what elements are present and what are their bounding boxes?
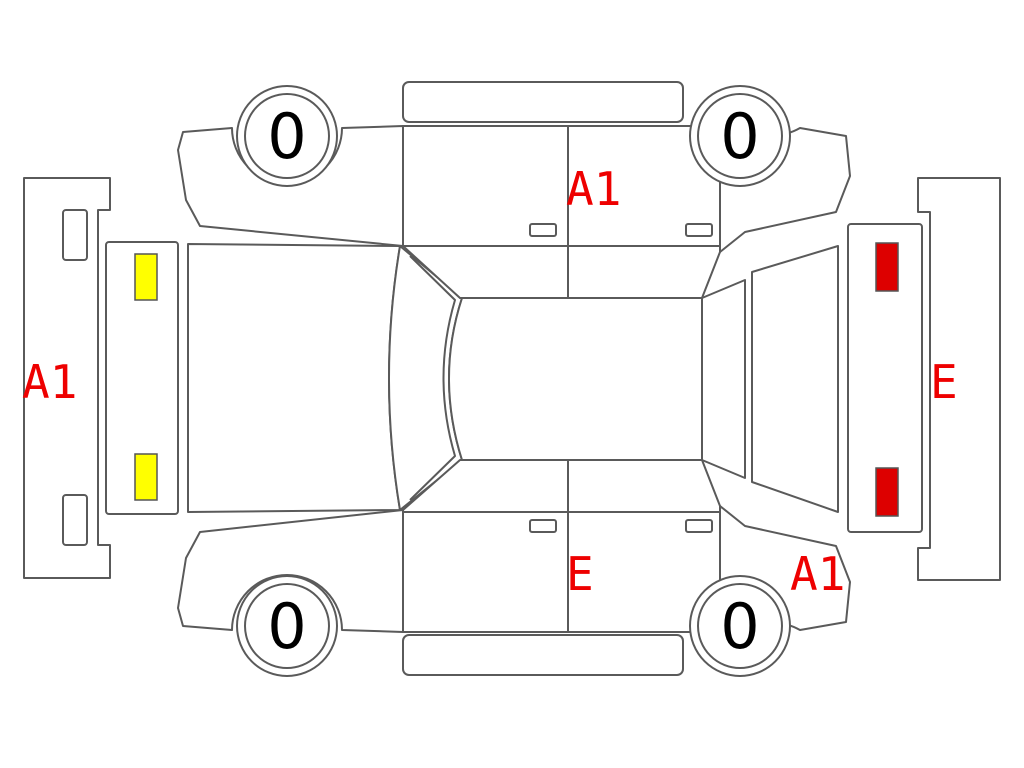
front-lamp-bottom xyxy=(134,453,158,501)
front-fascia xyxy=(105,241,179,515)
mark-right-side-doors: E xyxy=(566,547,594,601)
tire-front-right: 0 xyxy=(236,575,338,677)
rear-bumper xyxy=(917,177,1001,581)
roof xyxy=(448,297,703,461)
tire-front-left: 0 xyxy=(236,85,338,187)
tire-front-left-value: 0 xyxy=(267,100,306,173)
rear-window xyxy=(701,279,746,479)
mark-rear-bumper: E xyxy=(930,355,958,409)
mark-right-rear-fender: A1 xyxy=(790,547,845,601)
rear-lamp-top xyxy=(875,242,899,292)
right-roof-rail xyxy=(402,634,684,676)
hood xyxy=(187,243,401,513)
tire-front-right-value: 0 xyxy=(267,590,306,663)
tire-rear-right-value: 0 xyxy=(720,590,759,663)
front-bumper xyxy=(23,177,111,579)
rear-lamp-bottom xyxy=(875,467,899,517)
right-side-body xyxy=(177,459,851,633)
mark-front-bumper: A1 xyxy=(22,355,77,409)
trunk xyxy=(751,245,839,513)
tire-rear-left: 0 xyxy=(689,85,791,187)
front-lamp-top xyxy=(134,253,158,301)
mark-left-side-doors: A1 xyxy=(566,162,621,216)
rear-fascia xyxy=(847,223,923,533)
tire-rear-right: 0 xyxy=(689,575,791,677)
tire-rear-left-value: 0 xyxy=(720,100,759,173)
left-roof-rail xyxy=(402,81,684,123)
